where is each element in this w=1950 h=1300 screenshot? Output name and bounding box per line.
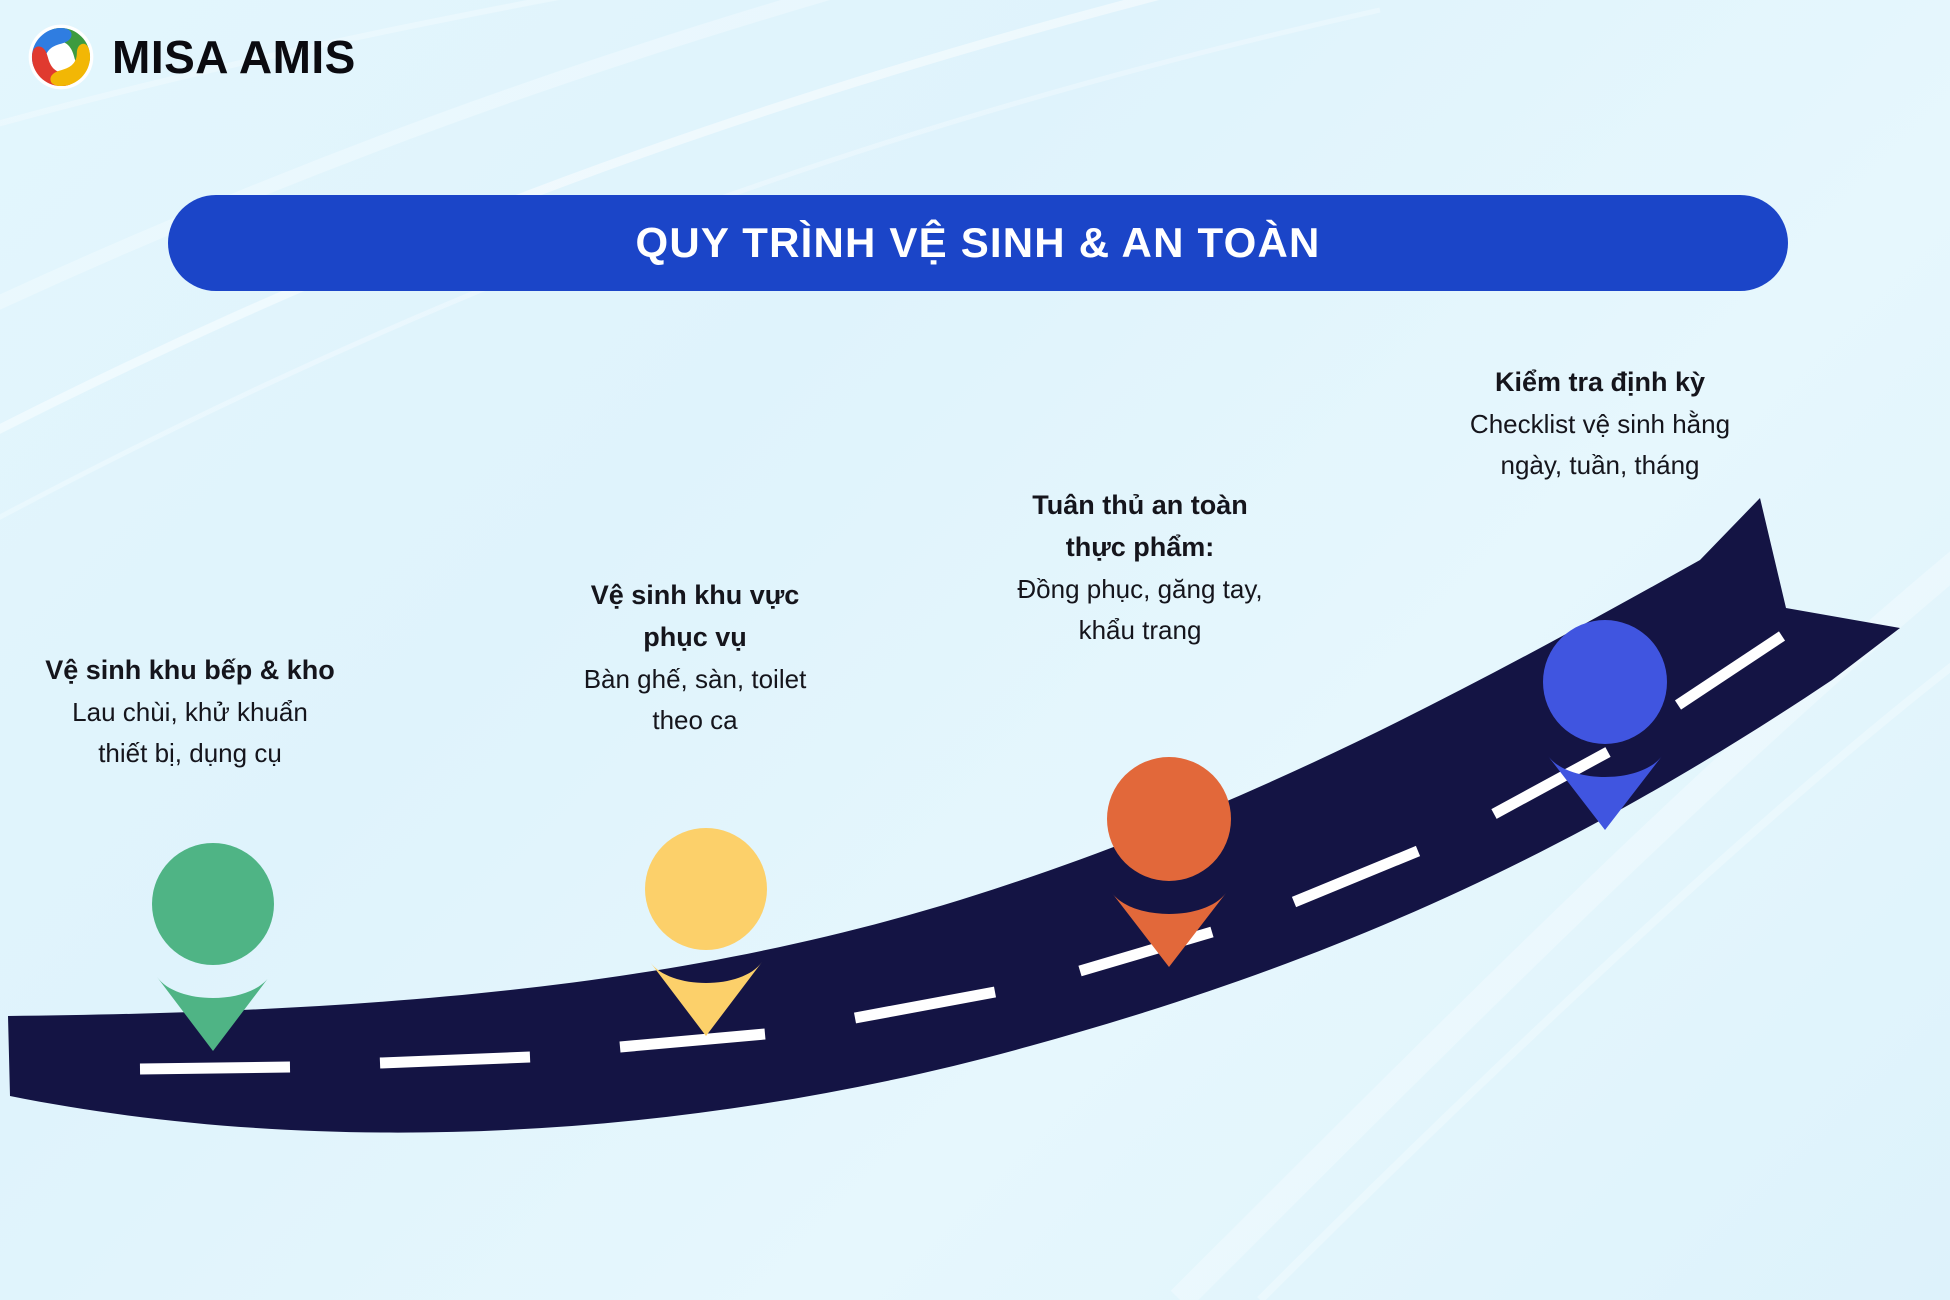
- pin-marker-yellow[interactable]: [645, 828, 767, 1036]
- step-3-desc-line1: Đồng phục, găng tay,: [1017, 573, 1263, 604]
- title-banner: QUY TRÌNH VỆ SINH & AN TOÀN: [168, 195, 1788, 291]
- pin-green-tail-icon: [157, 977, 269, 1051]
- pin-blue-tail-icon: [1548, 756, 1662, 830]
- pin-yellow-tail-icon: [650, 962, 762, 1036]
- step-3-desc-line2: khẩu trang: [1078, 615, 1202, 646]
- step-4-desc-line1: Checklist vệ sinh hằng: [1469, 408, 1731, 439]
- pin-blue-circle: [1543, 620, 1667, 744]
- step-2-title-line2: phục vụ: [643, 621, 747, 652]
- step-4-desc-line2: ngày, tuần, tháng: [1500, 450, 1700, 481]
- step-1-desc-line1: Lau chùi, khử khuẩn: [72, 696, 308, 727]
- misa-pinwheel-logo-icon: [28, 24, 94, 90]
- step-3-title-line2: thực phẩm:: [1065, 531, 1215, 562]
- step-4-title: Kiểm tra định kỳ: [1494, 367, 1706, 397]
- step-2-desc-line2: theo ca: [652, 705, 738, 736]
- step-3-title-line1: Tuân thủ an toàn: [1032, 490, 1248, 520]
- brand-name: MISA AMIS: [112, 31, 356, 83]
- pin-orange-circle: [1107, 757, 1231, 881]
- page-title: QUY TRÌNH VỆ SINH & AN TOÀN: [635, 219, 1321, 266]
- pin-marker-blue[interactable]: [1543, 620, 1667, 830]
- pin-green-circle: [152, 843, 274, 965]
- step-text-1: Vệ sinh khu bếp & kho Lau chùi, khử khuẩ…: [10, 650, 370, 775]
- pin-orange-tail-icon: [1112, 893, 1226, 967]
- step-2-desc-line1: Bàn ghế, sàn, toilet: [583, 663, 807, 694]
- brand-logo[interactable]: MISA AMIS: [28, 24, 356, 90]
- step-text-4: Kiểm tra định kỳ Checklist vệ sinh hằng …: [1420, 362, 1780, 487]
- step-1-desc-line2: thiết bị, dụng cụ: [98, 738, 282, 769]
- pin-marker-orange[interactable]: [1107, 757, 1231, 967]
- step-2-title-line1: Vệ sinh khu vực: [590, 580, 800, 610]
- step-text-2: Vệ sinh khu vực phục vụ Bàn ghế, sàn, to…: [545, 575, 845, 742]
- road-center-dashes: [139, 631, 1786, 1075]
- step-text-3: Tuân thủ an toàn thực phẩm: Đồng phục, g…: [975, 485, 1305, 652]
- step-1-title: Vệ sinh khu bếp & kho: [45, 655, 335, 685]
- pin-marker-green[interactable]: [152, 843, 274, 1051]
- pin-yellow-circle: [645, 828, 767, 950]
